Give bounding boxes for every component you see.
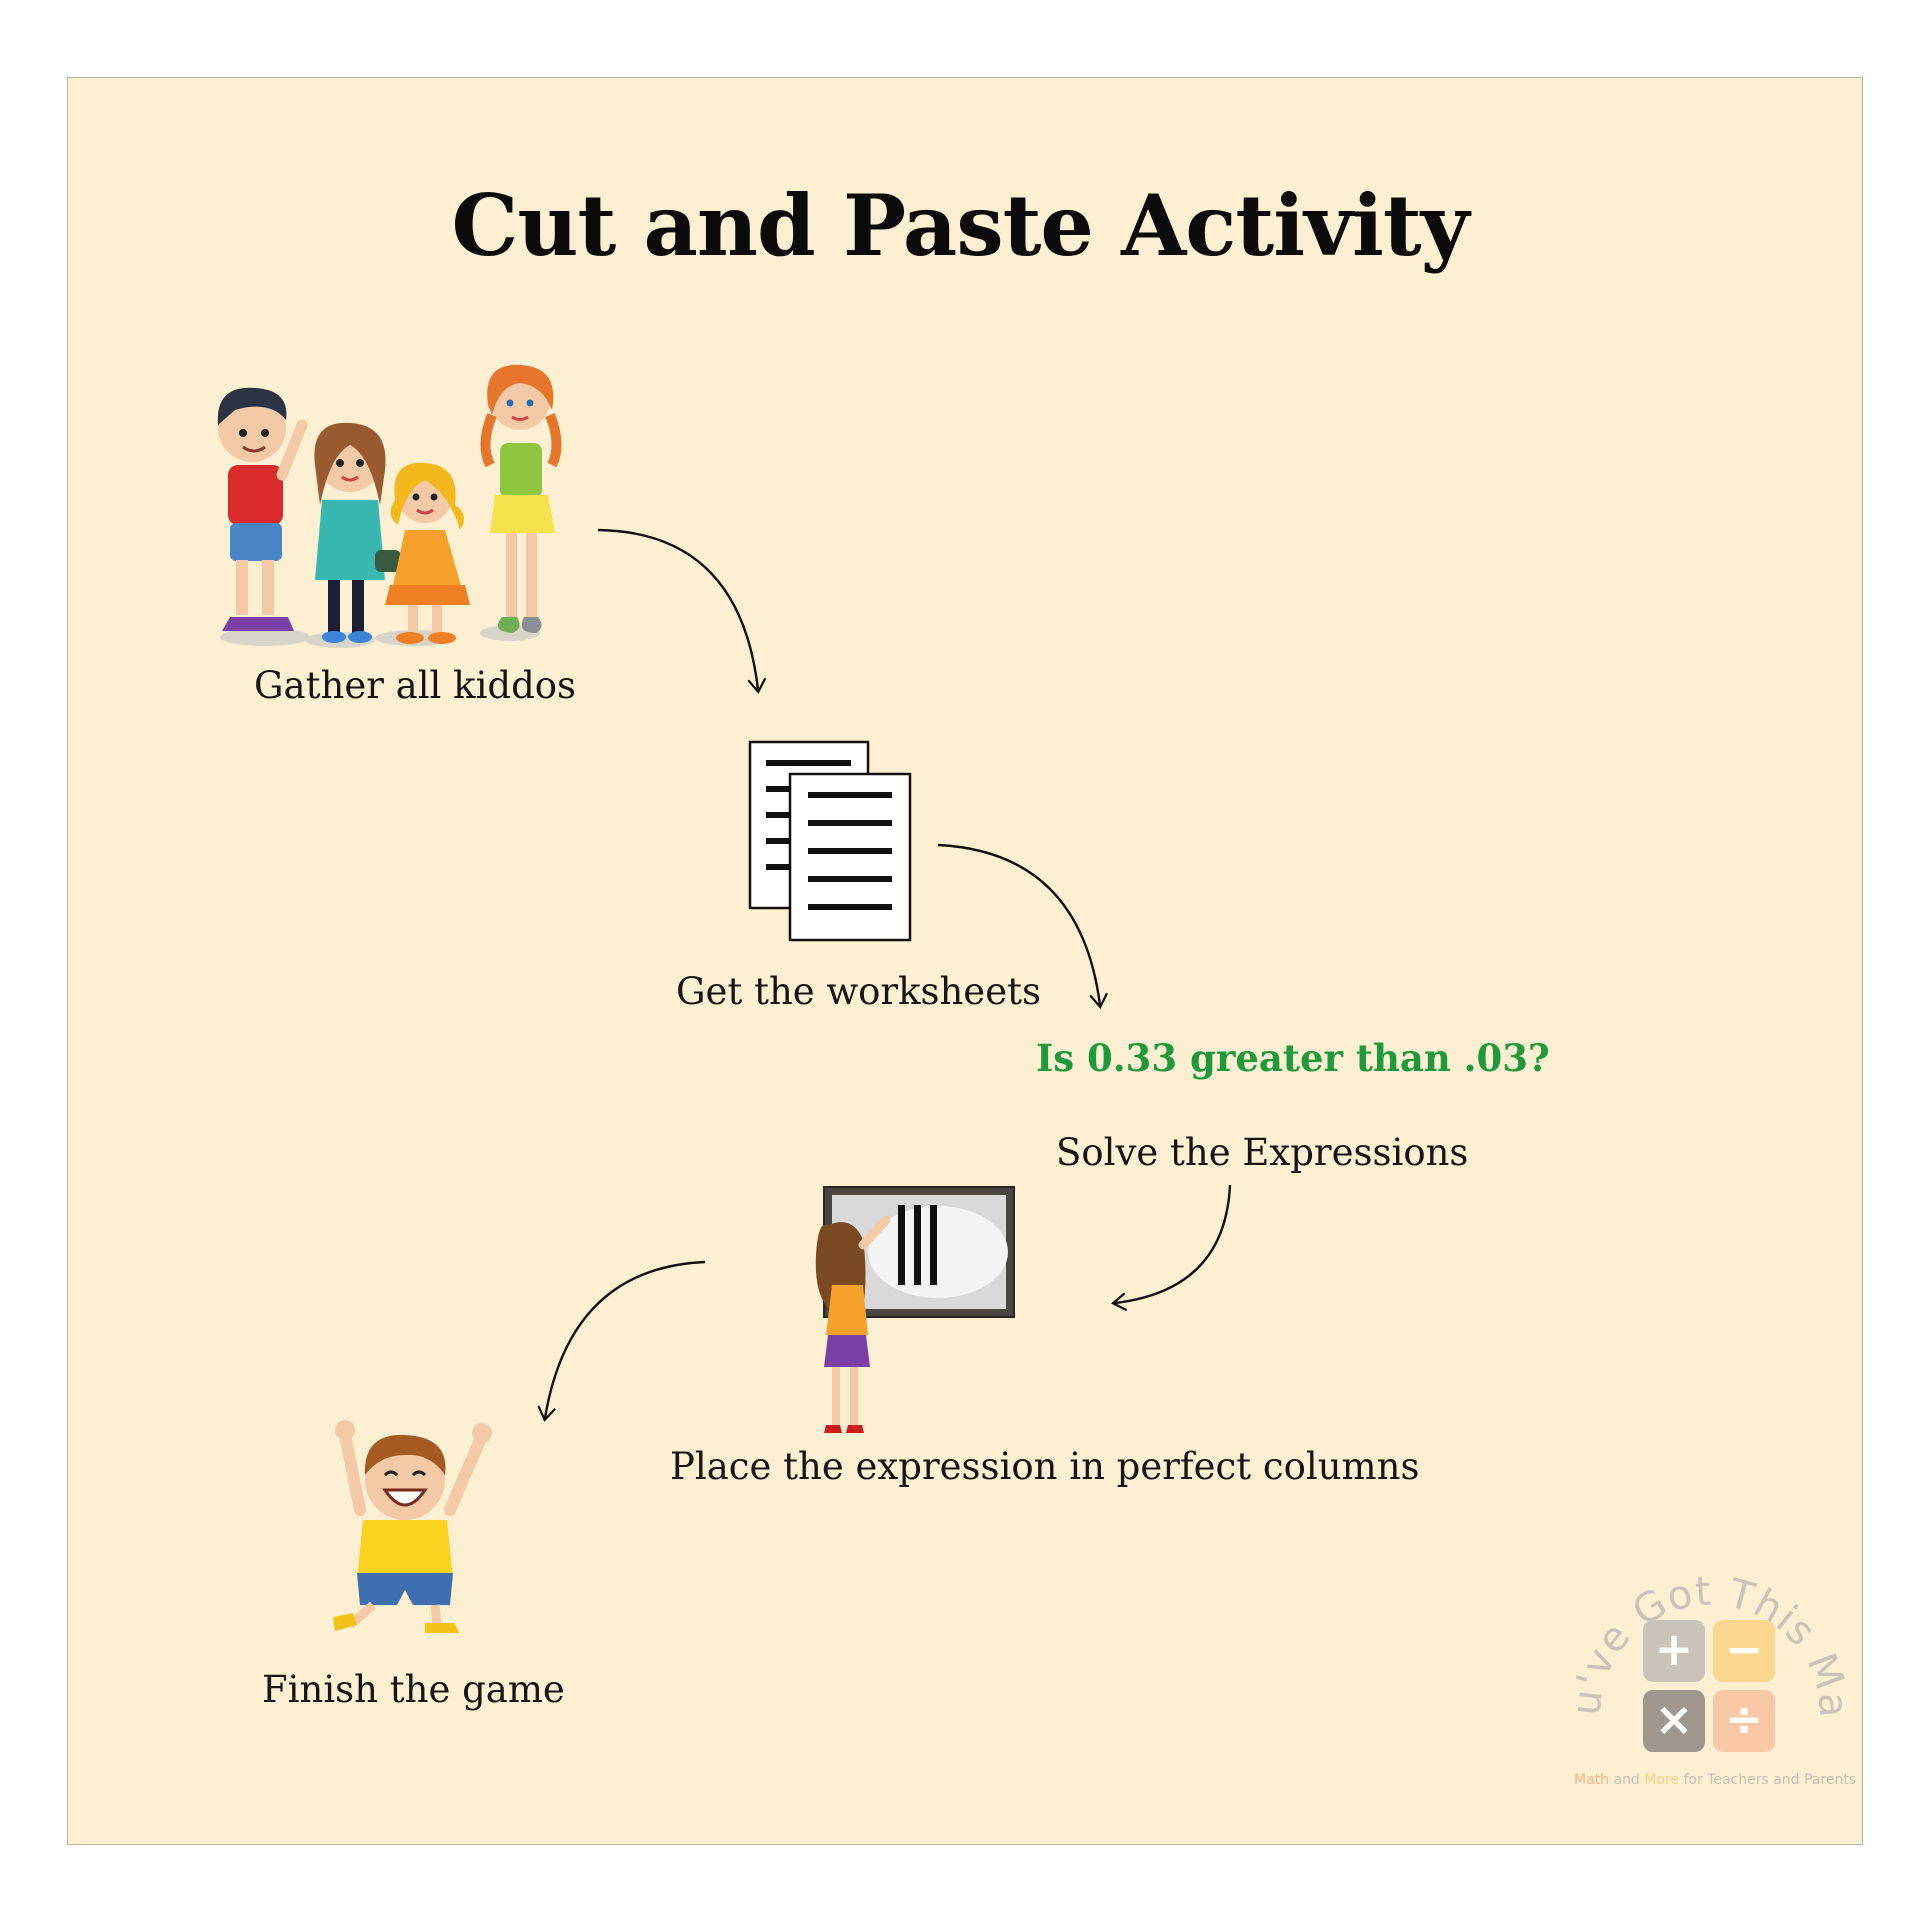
tagline-rest: for Teachers and Parents <box>1683 1772 1857 1788</box>
plus-tile <box>1643 1620 1705 1682</box>
step-place-label: Place the expression in perfect columns <box>670 1445 1420 1488</box>
watermark-symbol: × <box>1655 1692 1694 1746</box>
tagline-more: More <box>1644 1772 1679 1788</box>
arrow-4 <box>537 1260 706 1422</box>
minus-tile <box>1713 1620 1775 1682</box>
arrow-3 <box>1111 1184 1232 1311</box>
watermark-symbol: ÷ <box>1725 1692 1764 1746</box>
times-tile <box>1643 1690 1705 1752</box>
step-finish-label: Finish the game <box>262 1668 565 1711</box>
kids-group-illustration <box>217 364 562 648</box>
step-solve-label: Solve the Expressions <box>1056 1131 1469 1174</box>
worksheets-icon <box>748 740 912 942</box>
watermark-symbol: + <box>1655 1622 1694 1676</box>
tagline-math: Math <box>1574 1772 1610 1788</box>
girl-at-whiteboard-illustration <box>815 1186 1015 1433</box>
watermark-tagline: Math and More for Teachers and Parents <box>1574 1772 1856 1788</box>
step-worksheets-label: Get the worksheets <box>676 970 1041 1013</box>
watermark-brand-text: You've Got This Math <box>1547 1484 1857 1720</box>
question-text: Is 0.33 greater than .03? <box>1036 1036 1550 1080</box>
divide-tile <box>1713 1690 1775 1752</box>
watermark-logo: You've Got This Math + − × ÷ <box>1547 1484 1856 1752</box>
step-gather-label: Gather all kiddos <box>254 664 577 707</box>
cheering-boy-illustration <box>333 1420 492 1633</box>
arrow-1 <box>597 528 766 694</box>
page-title: Cut and Paste Activity <box>451 176 1470 275</box>
arrow-2 <box>937 843 1108 1009</box>
tagline-and: and <box>1613 1772 1640 1788</box>
watermark-symbol: − <box>1725 1622 1764 1676</box>
